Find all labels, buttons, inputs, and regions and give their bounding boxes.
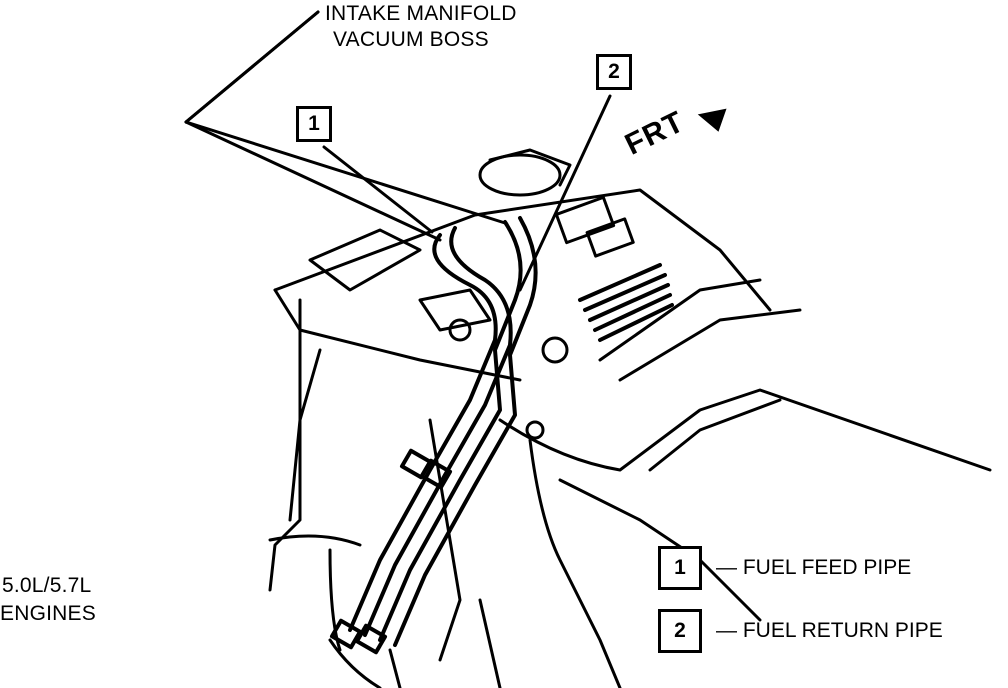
frt-arrow (697, 108, 727, 132)
throttle-body (478, 148, 635, 258)
legend-callout-2: 2 (658, 609, 702, 653)
callout-1-leader (322, 145, 434, 234)
legend-text-fuel-return: — FUEL RETURN PIPE (716, 619, 943, 642)
legend-item-fuel-return: 2 — FUEL RETURN PIPE (658, 609, 943, 653)
engine-body (268, 188, 992, 688)
engines-label-line1: 5.0L/5.7L (2, 574, 92, 597)
engines-label-line2: ENGINES (0, 602, 96, 625)
legend-text-fuel-feed: — FUEL FEED PIPE (716, 556, 912, 579)
legend-callout-1: 1 (658, 546, 702, 590)
vacuum-boss-label-line2: VACUUM BOSS (333, 28, 489, 51)
callout-2: 2 (596, 54, 632, 90)
vacuum-boss-label-line1: INTAKE MANIFOLD (325, 2, 517, 25)
fuel-pipes (329, 216, 538, 655)
legend-item-fuel-feed: 1 — FUEL FEED PIPE (658, 546, 911, 590)
vacuum-boss-leader-lines (184, 10, 507, 242)
valve-cover-ribs (578, 263, 674, 342)
callout-1: 1 (296, 106, 332, 142)
intake-plenum (308, 228, 569, 440)
